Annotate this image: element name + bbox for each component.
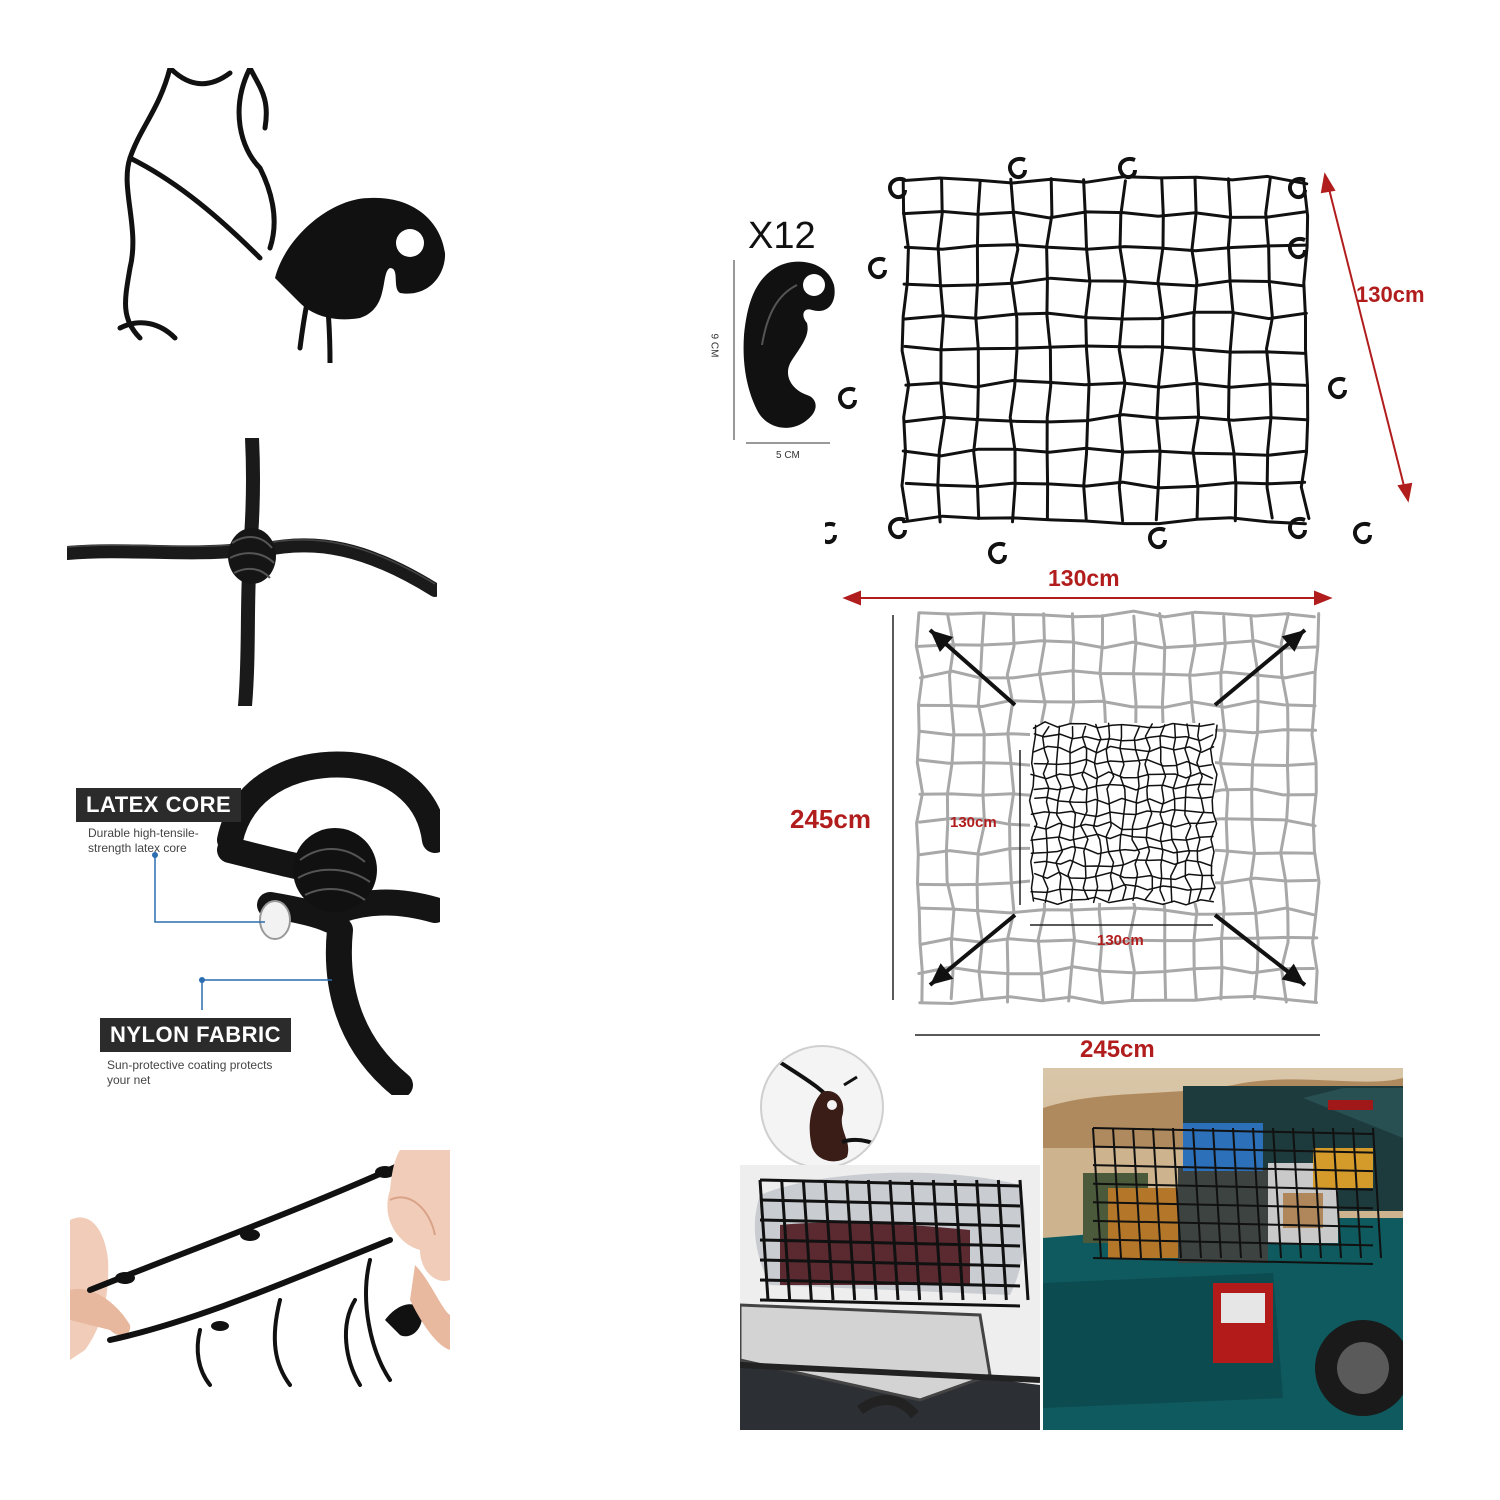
roof-rack-image <box>740 1165 1040 1430</box>
material-closeup-panel: LATEX CORE Durable high-tensile-strength… <box>70 750 440 1095</box>
cargo-net-unstretched <box>825 150 1405 570</box>
hook-height-label: 9 CM <box>708 333 720 358</box>
hook-closeup-panel <box>100 68 450 363</box>
inner-width-label: 130cm <box>1097 932 1144 949</box>
stretch-demo-image <box>70 1150 450 1387</box>
pickup-truck-image <box>1043 1068 1403 1430</box>
pickup-truck-photo <box>1043 1068 1403 1430</box>
nylon-fabric-description: Sun-protective coating protects your net <box>107 1058 273 1087</box>
cargo-net-unstretched-image <box>825 157 1372 564</box>
net-width-label: 130cm <box>1048 565 1120 591</box>
stretched-height-label: 245cm <box>790 804 871 834</box>
net-height-label: 130cm <box>1356 282 1425 307</box>
hook-icon <box>733 260 835 444</box>
hook-closeup-image <box>117 68 446 363</box>
cargo-net-stretched <box>885 605 1335 1055</box>
inner-height-label: 130cm <box>950 814 997 831</box>
latex-core-tag: LATEX CORE <box>76 788 242 822</box>
nylon-fabric-tag: NYLON FABRIC <box>100 1018 291 1052</box>
hook-quantity-label: X12 <box>748 215 816 257</box>
roof-rack-photo <box>740 1165 1040 1430</box>
cord-closeup-image <box>152 751 440 1095</box>
stretch-demo-panel <box>70 1150 450 1390</box>
hook-width-label: 5 CM <box>776 450 800 461</box>
knot-closeup-image <box>67 438 437 706</box>
hook-diagram: X12 9 CM 5 CM <box>708 215 852 465</box>
cargo-net-stretched-image <box>892 609 1321 1036</box>
latex-core-description: Durable high-tensile-strength latex core <box>88 826 199 855</box>
stretched-width-label: 245cm <box>1080 1036 1155 1063</box>
knot-closeup-panel <box>67 438 437 706</box>
hook-usage-image <box>770 1055 882 1162</box>
hook-usage-inset <box>760 1045 884 1169</box>
